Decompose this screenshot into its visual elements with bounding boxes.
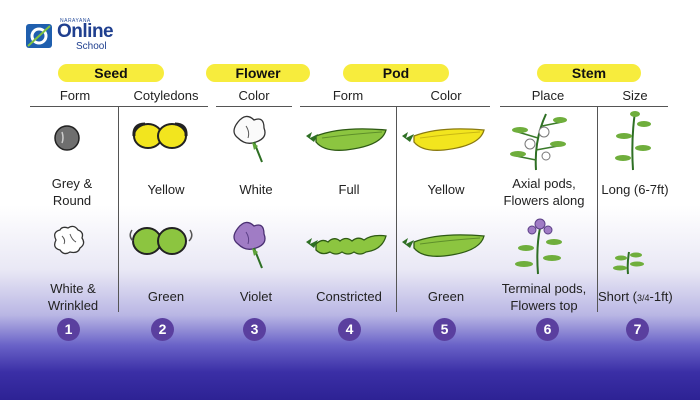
trait-violet-flower: Violet [239, 289, 273, 304]
number-badge-2: 2 [151, 318, 174, 341]
number-badge-4: 4 [338, 318, 361, 341]
trait-short-stem: Short (3/4-1ft) [598, 288, 673, 307]
trait-white-flower: White [239, 182, 273, 197]
trait-green-cotyledon: Green [147, 289, 185, 304]
white-flower-icon [233, 115, 266, 163]
trait-part: -1ft) [649, 289, 673, 304]
column-header-cotyledons: Cotyledons [133, 88, 199, 103]
group-pill-stem: Stem [537, 64, 641, 82]
trait-line: Terminal pods, [501, 281, 587, 296]
column-header-stem-place: Place [531, 88, 565, 103]
violet-flower-icon [233, 221, 266, 269]
trait-constricted-pod: Constricted [316, 289, 382, 304]
trait-line: Axial pods, [512, 176, 576, 191]
trait-line: Round [52, 193, 92, 208]
group-pill-pod: Pod [343, 64, 449, 82]
trait-part: Short ( [598, 289, 638, 304]
logo-icon [26, 24, 52, 48]
terminal-plant-icon [515, 218, 562, 275]
group-pill-flower: Flower [206, 64, 310, 82]
white-wrinkled-seed-icon [54, 225, 85, 255]
logo: NARAYANA Online School [26, 18, 126, 54]
column-header-pod-color: Color [430, 88, 462, 103]
stem-header-line [500, 106, 668, 107]
logo-main-text: Online [57, 21, 114, 42]
axial-plant-icon [510, 113, 567, 171]
trait-terminal-pods: Terminal pods, Flowers top [488, 280, 600, 314]
green-cotyledon-icon [129, 227, 193, 255]
column-header-pod-form: Form [332, 88, 364, 103]
trait-line: Wrinkled [47, 298, 99, 313]
trait-white-wrinkled: White & Wrinkled [30, 280, 116, 314]
fraction: 3/4 [637, 293, 650, 303]
trait-line: White & [50, 281, 96, 296]
column-divider [396, 106, 397, 312]
number-badge-6: 6 [536, 318, 559, 341]
logo-tiny-text: NARAYANA [60, 18, 91, 24]
column-header-stem-size: Size [622, 88, 648, 103]
trait-full-pod: Full [338, 182, 360, 197]
number-badge-7: 7 [626, 318, 649, 341]
number-badge-1: 1 [57, 318, 80, 341]
green-pod-icon [402, 234, 485, 257]
trait-yellow-pod: Yellow [427, 182, 465, 197]
column-header-seed-form: Form [59, 88, 91, 103]
trait-axial-pods: Axial pods, Flowers along [488, 175, 600, 209]
trait-yellow-cotyledon: Yellow [147, 182, 185, 197]
pod-header-line [300, 106, 490, 107]
trait-line: Flowers top [510, 298, 578, 313]
trait-line: Grey & [51, 176, 93, 191]
full-pod-icon [306, 128, 387, 151]
grey-round-seed-icon [54, 125, 80, 151]
seed-header-line [30, 106, 208, 107]
short-stem-icon [613, 251, 644, 275]
trait-grey-round: Grey & Round [30, 175, 114, 209]
column-divider [118, 106, 119, 312]
long-stem-icon [615, 111, 651, 171]
logo-sub-text: School [76, 41, 107, 52]
flower-header-line [216, 106, 292, 107]
group-pill-seed: Seed [58, 64, 164, 82]
yellow-pod-icon [402, 128, 485, 151]
trait-long-stem: Long (6-7ft) [601, 182, 669, 197]
column-divider [597, 106, 598, 312]
trait-line: Flowers along [503, 193, 585, 208]
constricted-pod-icon [306, 234, 387, 255]
trait-green-pod: Green [427, 289, 465, 304]
yellow-cotyledon-icon [132, 122, 188, 149]
number-badge-5: 5 [433, 318, 456, 341]
column-header-flower-color: Color [238, 88, 270, 103]
number-badge-3: 3 [243, 318, 266, 341]
